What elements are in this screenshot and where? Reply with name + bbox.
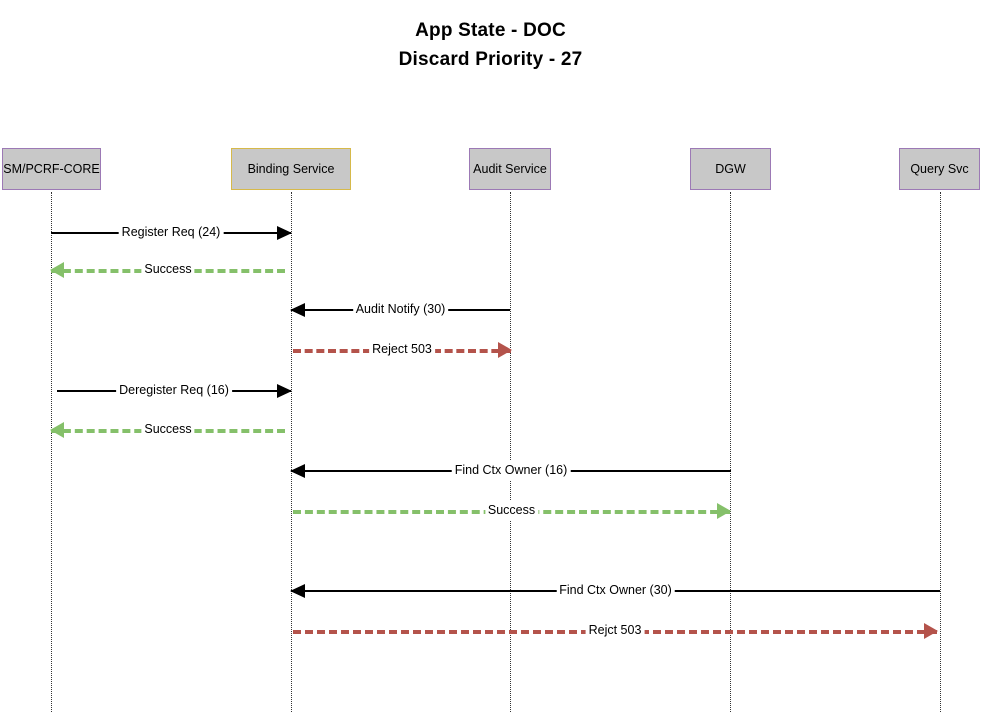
participant-box-dgw[interactable]: DGW — [690, 148, 771, 190]
lifeline-stem-dgw — [730, 192, 731, 712]
arrowhead-right-1 — [277, 226, 292, 240]
diagram-title: App State - DOC Discard Priority - 27 — [398, 20, 583, 70]
participant-box-query-svc[interactable]: Query Svc — [899, 148, 980, 190]
message-4-response-reject[interactable]: Reject 503 — [293, 339, 512, 361]
lifeline-stem-sm-pcrf-core — [51, 192, 52, 712]
arrowhead-right-8 — [717, 503, 731, 519]
message-1-request[interactable]: Register Req (24) — [51, 222, 292, 244]
arrowhead-left-2 — [50, 262, 64, 278]
message-8-response-success[interactable]: Success — [293, 500, 731, 522]
participant-label-sm-pcrf-core: SM/PCRF-CORE — [3, 162, 100, 176]
message-label-7: Find Ctx Owner (16) — [451, 460, 571, 480]
participant-label-audit-service: Audit Service — [473, 162, 547, 176]
arrowhead-right-5 — [277, 384, 292, 398]
lifeline-sm-pcrf-core: SM/PCRF-CORE — [2, 148, 101, 712]
arrowhead-right-10 — [924, 623, 938, 639]
message-label-4: Reject 503 — [369, 339, 435, 359]
lifeline-dgw: DGW — [690, 148, 771, 712]
message-10-response-reject[interactable]: Rejct 503 — [293, 620, 938, 642]
lifeline-binding-service: Binding Service — [231, 148, 351, 712]
message-label-9: Find Ctx Owner (30) — [556, 580, 675, 600]
participant-box-audit-service[interactable]: Audit Service — [469, 148, 551, 190]
arrowhead-left-7 — [290, 464, 305, 478]
message-3-request[interactable]: Audit Notify (30) — [290, 299, 510, 321]
lifeline-stem-audit-service — [510, 192, 511, 712]
participant-label-binding-service: Binding Service — [247, 162, 335, 176]
message-label-10: Rejct 503 — [585, 620, 645, 640]
arrowhead-left-9 — [290, 584, 305, 598]
arrowhead-left-6 — [50, 422, 64, 438]
message-label-2: Success — [141, 259, 195, 279]
message-9-request[interactable]: Find Ctx Owner (30) — [290, 580, 940, 602]
message-5-request[interactable]: Deregister Req (16) — [57, 380, 292, 402]
lifeline-audit-service: Audit Service — [469, 148, 551, 712]
message-label-1: Register Req (24) — [118, 222, 224, 242]
message-label-8: Success — [484, 500, 539, 520]
message-label-6: Success — [141, 419, 195, 439]
participant-box-sm-pcrf-core[interactable]: SM/PCRF-CORE — [2, 148, 101, 190]
lifeline-query-svc: Query Svc — [899, 148, 980, 712]
lifeline-stem-binding-service — [291, 192, 292, 712]
message-7-request[interactable]: Find Ctx Owner (16) — [290, 460, 731, 482]
participant-box-binding-service[interactable]: Binding Service — [231, 148, 351, 190]
participant-label-query-svc: Query Svc — [910, 162, 969, 176]
message-label-5: Deregister Req (16) — [116, 380, 232, 400]
message-6-response-success[interactable]: Success — [50, 419, 285, 441]
arrowhead-left-3 — [290, 303, 305, 317]
participant-label-dgw: DGW — [715, 162, 746, 176]
lifeline-stem-query-svc — [940, 192, 941, 712]
arrowhead-right-4 — [498, 342, 512, 358]
message-label-3: Audit Notify (30) — [352, 299, 449, 319]
message-2-response-success[interactable]: Success — [50, 259, 285, 281]
